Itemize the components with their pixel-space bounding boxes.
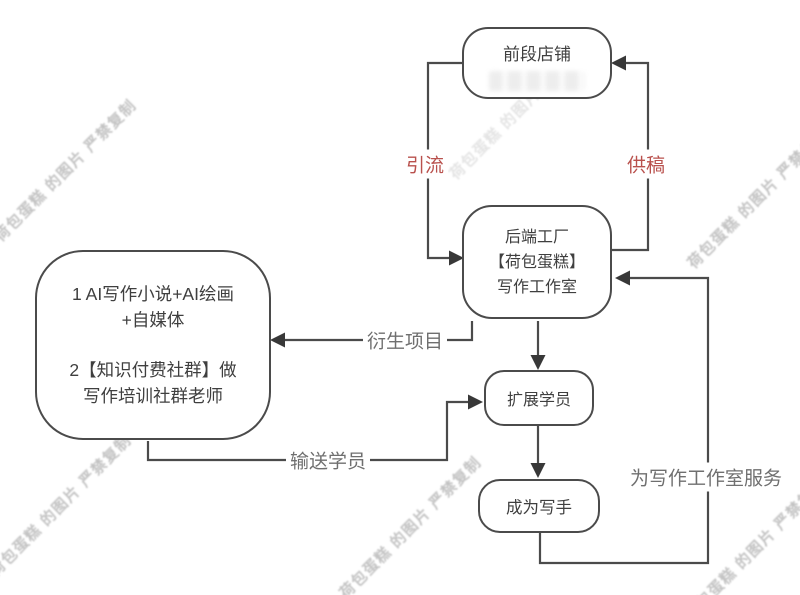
node-expand-students-label: 扩展学员: [506, 392, 571, 409]
censored-text-area: [489, 71, 585, 91]
node-backend-factory-line3: 写作工作室: [496, 278, 577, 296]
node-backend-factory: 后端工厂 【荷包蛋糕】 写作工作室: [462, 205, 612, 319]
node-derived-projects-line4: 写作培训社群老师: [83, 386, 223, 406]
edge-label-supply-manuscripts: 供稿: [622, 149, 670, 179]
edge-derived-project: [284, 321, 474, 342]
node-become-writer: 成为写手: [478, 479, 600, 533]
node-derived-projects-line1: 1 AI写作小说+AI绘画: [72, 284, 234, 304]
node-expand-students: 扩展学员: [484, 370, 594, 426]
arrowhead-attract-traffic: [449, 250, 464, 266]
arrowhead-to-become-writer: [530, 463, 546, 478]
edge-label-deliver-students: 输送学员: [285, 445, 371, 475]
node-derived-projects-line3: 2【知识付费社群】做: [69, 360, 237, 380]
edge-deliver-students: [146, 400, 469, 462]
arrowhead-supply-manuscripts: [611, 55, 626, 71]
arrowhead-derived-project: [270, 332, 285, 348]
arrowhead-serve-studio: [615, 270, 630, 286]
node-front-store-label: 前段店铺: [503, 45, 571, 64]
edge-serve-studio: [538, 276, 710, 565]
edge-label-serve-studio: 为写作工作室服务: [625, 462, 787, 492]
node-derived-projects-line2: +自媒体: [121, 310, 185, 330]
arrowhead-to-expand-students: [530, 355, 546, 370]
node-front-store: 前段店铺: [462, 27, 612, 99]
edge-label-derived-project: 衍生项目: [362, 325, 448, 355]
node-become-writer-label: 成为写手: [506, 499, 572, 517]
node-backend-factory-line1: 后端工厂: [504, 228, 569, 246]
arrowhead-deliver-students: [468, 394, 483, 410]
node-derived-projects: 1 AI写作小说+AI绘画 +自媒体 2【知识付费社群】做 写作培训社群老师: [35, 250, 271, 440]
edge-label-attract-traffic: 引流: [401, 149, 449, 179]
node-backend-factory-line2: 【荷包蛋糕】: [488, 253, 585, 271]
